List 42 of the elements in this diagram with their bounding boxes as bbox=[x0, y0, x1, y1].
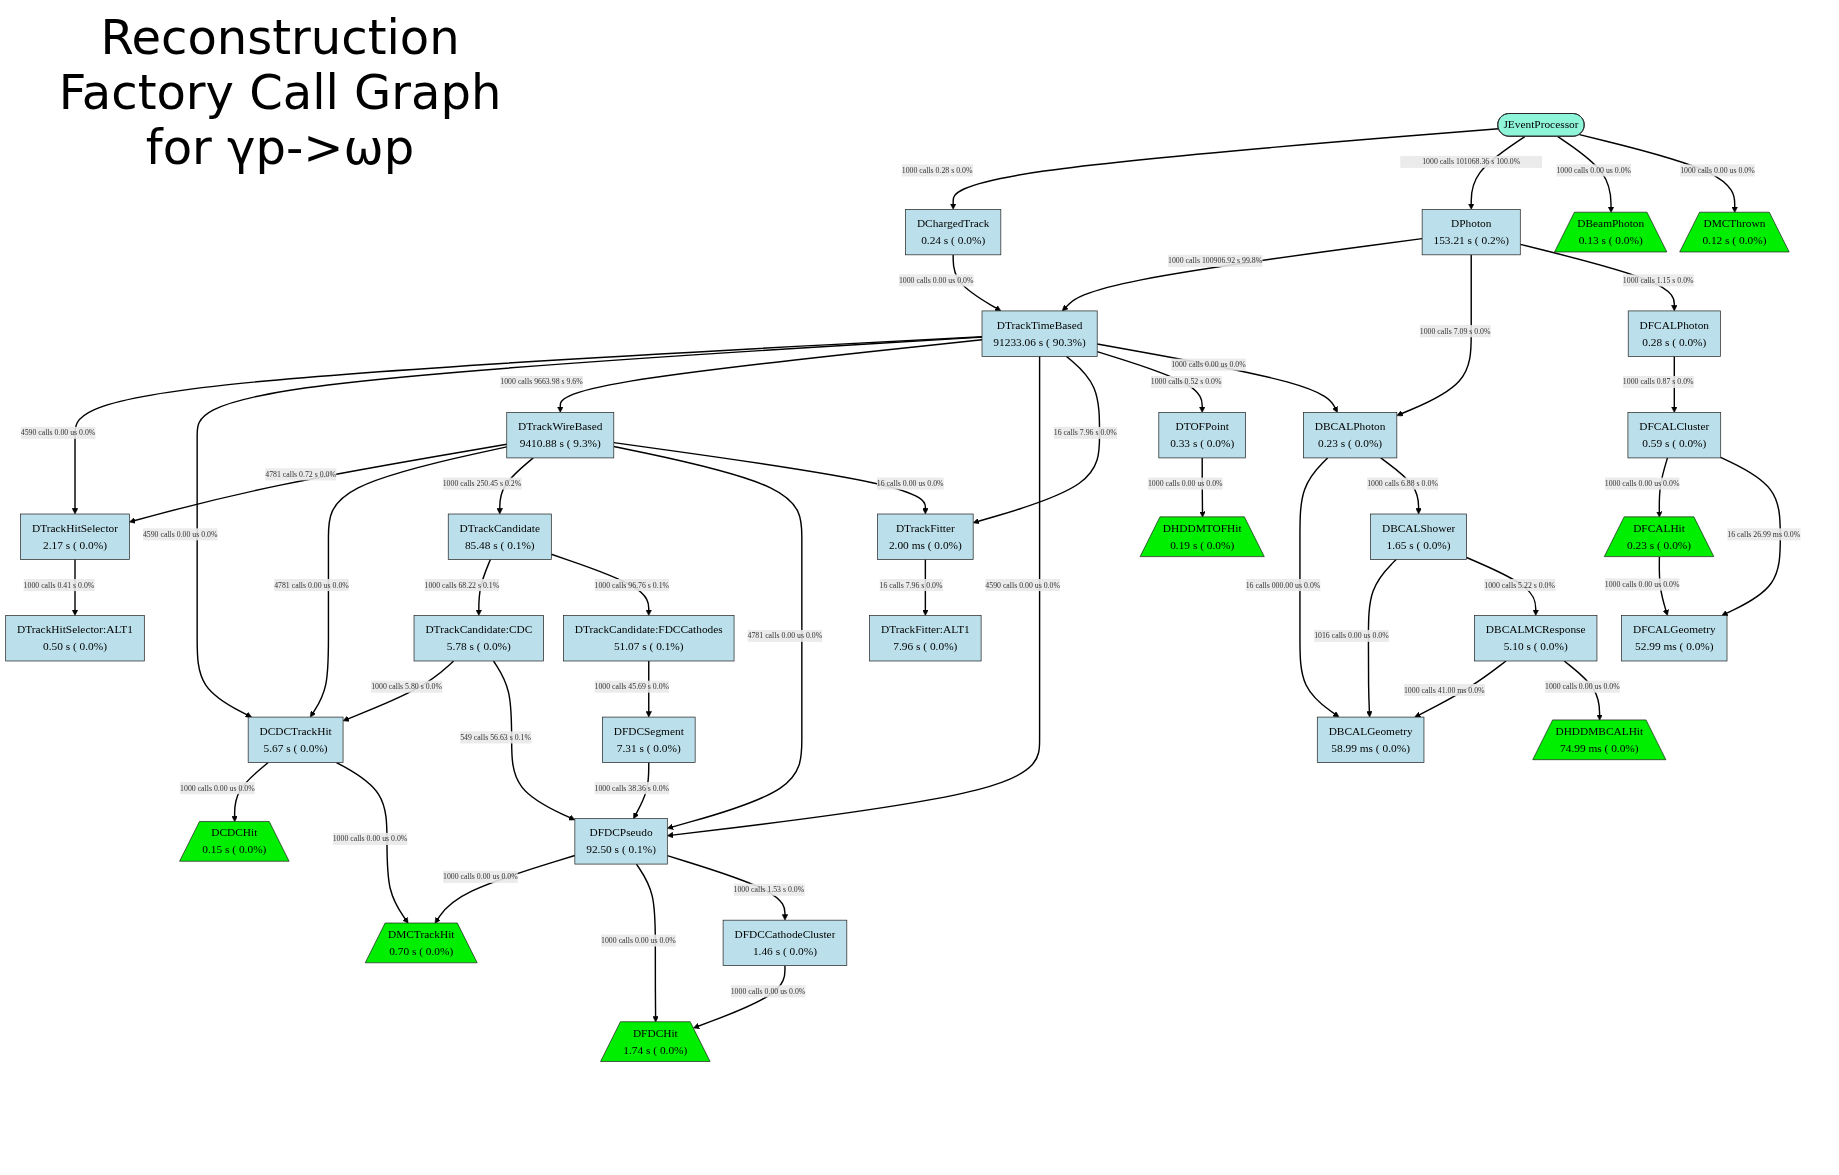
arrow bbox=[434, 854, 576, 924]
node-box: DBCALMCResponse 5.10 s ( 0.0%) bbox=[1474, 615, 1598, 662]
node-box: DFDCPseudo 92.50 s ( 0.1%) bbox=[574, 818, 668, 865]
arrow bbox=[1396, 254, 1472, 417]
arrow bbox=[613, 445, 803, 830]
arrow bbox=[950, 128, 1500, 210]
arrow bbox=[129, 443, 508, 524]
node-box: DFCALPhoton 0.28 s ( 0.0%) bbox=[1627, 310, 1721, 357]
node-box: DTOFPoint 0.33 s ( 0.0%) bbox=[1158, 412, 1246, 459]
node-box: DTrackFitter 2.00 ms ( 0.0%) bbox=[877, 513, 974, 560]
node-box: DBCALPhoton 0.23 s ( 0.0%) bbox=[1303, 412, 1398, 459]
arrow bbox=[310, 446, 508, 718]
arrow bbox=[635, 863, 659, 1023]
node-box: DCDCTrackHit 5.67 s ( 0.0%) bbox=[247, 716, 344, 763]
node-box: DFCALCluster 0.59 s ( 0.0%) bbox=[1627, 412, 1722, 459]
arrow bbox=[492, 660, 576, 821]
node-box: DPhoton 153.21 s ( 0.2%) bbox=[1421, 209, 1521, 256]
arrow bbox=[1061, 237, 1423, 312]
node-box: DTrackHitSelector:ALT1 0.50 s ( 0.0%) bbox=[5, 615, 145, 662]
node-box: DTrackWireBased 9410.88 s ( 9.3%) bbox=[506, 412, 615, 459]
node-box: DTrackCandidate:CDC 5.78 s ( 0.0%) bbox=[413, 615, 544, 662]
arrow bbox=[667, 355, 1041, 839]
arrow bbox=[1366, 558, 1397, 718]
node-box: DChargedTrack 0.24 s ( 0.0%) bbox=[905, 209, 1002, 256]
node-box: DTrackFitter:ALT1 7.96 s ( 0.0%) bbox=[869, 615, 982, 662]
arrow bbox=[972, 355, 1101, 525]
node-box: DFDCSegment 7.31 s ( 0.0%) bbox=[602, 716, 696, 763]
arrow bbox=[1299, 457, 1340, 718]
node-box: DFDCCathodeCluster 1.46 s ( 0.0%) bbox=[722, 919, 848, 966]
node-box: DTrackTimeBased 91233.06 s ( 90.3%) bbox=[981, 310, 1098, 357]
node-box: DBCALGeometry 58.99 ms ( 0.0%) bbox=[1316, 716, 1425, 763]
node-box: DTrackCandidate 85.48 s ( 0.1%) bbox=[447, 513, 552, 560]
node-box: DTrackCandidate:FDCCathodes 51.07 s ( 0.1%) bbox=[563, 615, 735, 662]
arrow bbox=[613, 441, 929, 515]
node-box: DBCALShower 1.65 s ( 0.0%) bbox=[1370, 513, 1467, 560]
node-box: DTrackHitSelector 2.17 s ( 0.0%) bbox=[20, 513, 130, 560]
arrow bbox=[1720, 456, 1781, 616]
arrow bbox=[335, 761, 409, 924]
diagram-title: Reconstruction Factory Call Graph for γp->ωp bbox=[57, 10, 503, 176]
node-box: DFCALGeometry 52.99 ms ( 0.0%) bbox=[1621, 615, 1728, 662]
arrow bbox=[342, 660, 455, 722]
arrow bbox=[557, 339, 983, 413]
